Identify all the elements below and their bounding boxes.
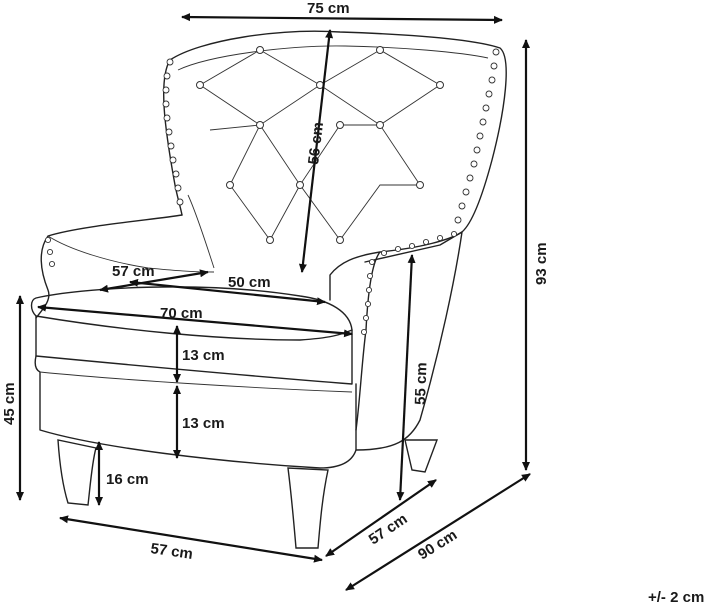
label-cushion-thickness: 13 cm (182, 347, 225, 364)
label-back-height: 56 cm (305, 121, 327, 165)
label-total-width: 75 cm (307, 0, 350, 17)
label-front-width: 57 cm (149, 540, 193, 563)
label-side-depth: 57 cm (366, 510, 411, 548)
base-front-band (34, 355, 357, 469)
total-width-line (181, 13, 503, 24)
front-right-leg (287, 467, 329, 549)
nailhead-trim (44, 48, 500, 336)
base-seam (39, 371, 353, 393)
label-seat-height: 45 cm (1, 382, 18, 425)
back-left-leg (404, 439, 439, 473)
label-arm-height: 55 cm (412, 362, 430, 405)
right-arm-outline (329, 231, 463, 451)
arm-height-line (396, 254, 416, 501)
label-leg-height: 16 cm (106, 471, 149, 488)
label-inner-width: 50 cm (228, 274, 271, 291)
tolerance-note: +/- 2 cm (648, 589, 704, 606)
chair-back-outline (163, 30, 507, 263)
dimension-lines (16, 13, 531, 591)
front-width-line (59, 515, 323, 563)
cushion-front-band (35, 315, 353, 385)
label-base-thickness: 13 cm (182, 415, 225, 432)
front-left-leg (57, 439, 97, 506)
seat-width-line (37, 303, 353, 338)
left-arm-outline (35, 214, 183, 319)
total-depth-line (345, 473, 531, 591)
dimension-labels: 75 cm 56 cm 93 cm 57 cm 50 cm 70 cm 13 c… (1, 0, 704, 606)
back-panel-edge (177, 45, 489, 269)
label-inner-depth: 57 cm (112, 263, 155, 280)
inner-width-line (129, 278, 326, 306)
back-height-line (298, 29, 334, 273)
label-total-height: 93 cm (533, 242, 550, 285)
label-seat-width: 70 cm (160, 305, 203, 322)
